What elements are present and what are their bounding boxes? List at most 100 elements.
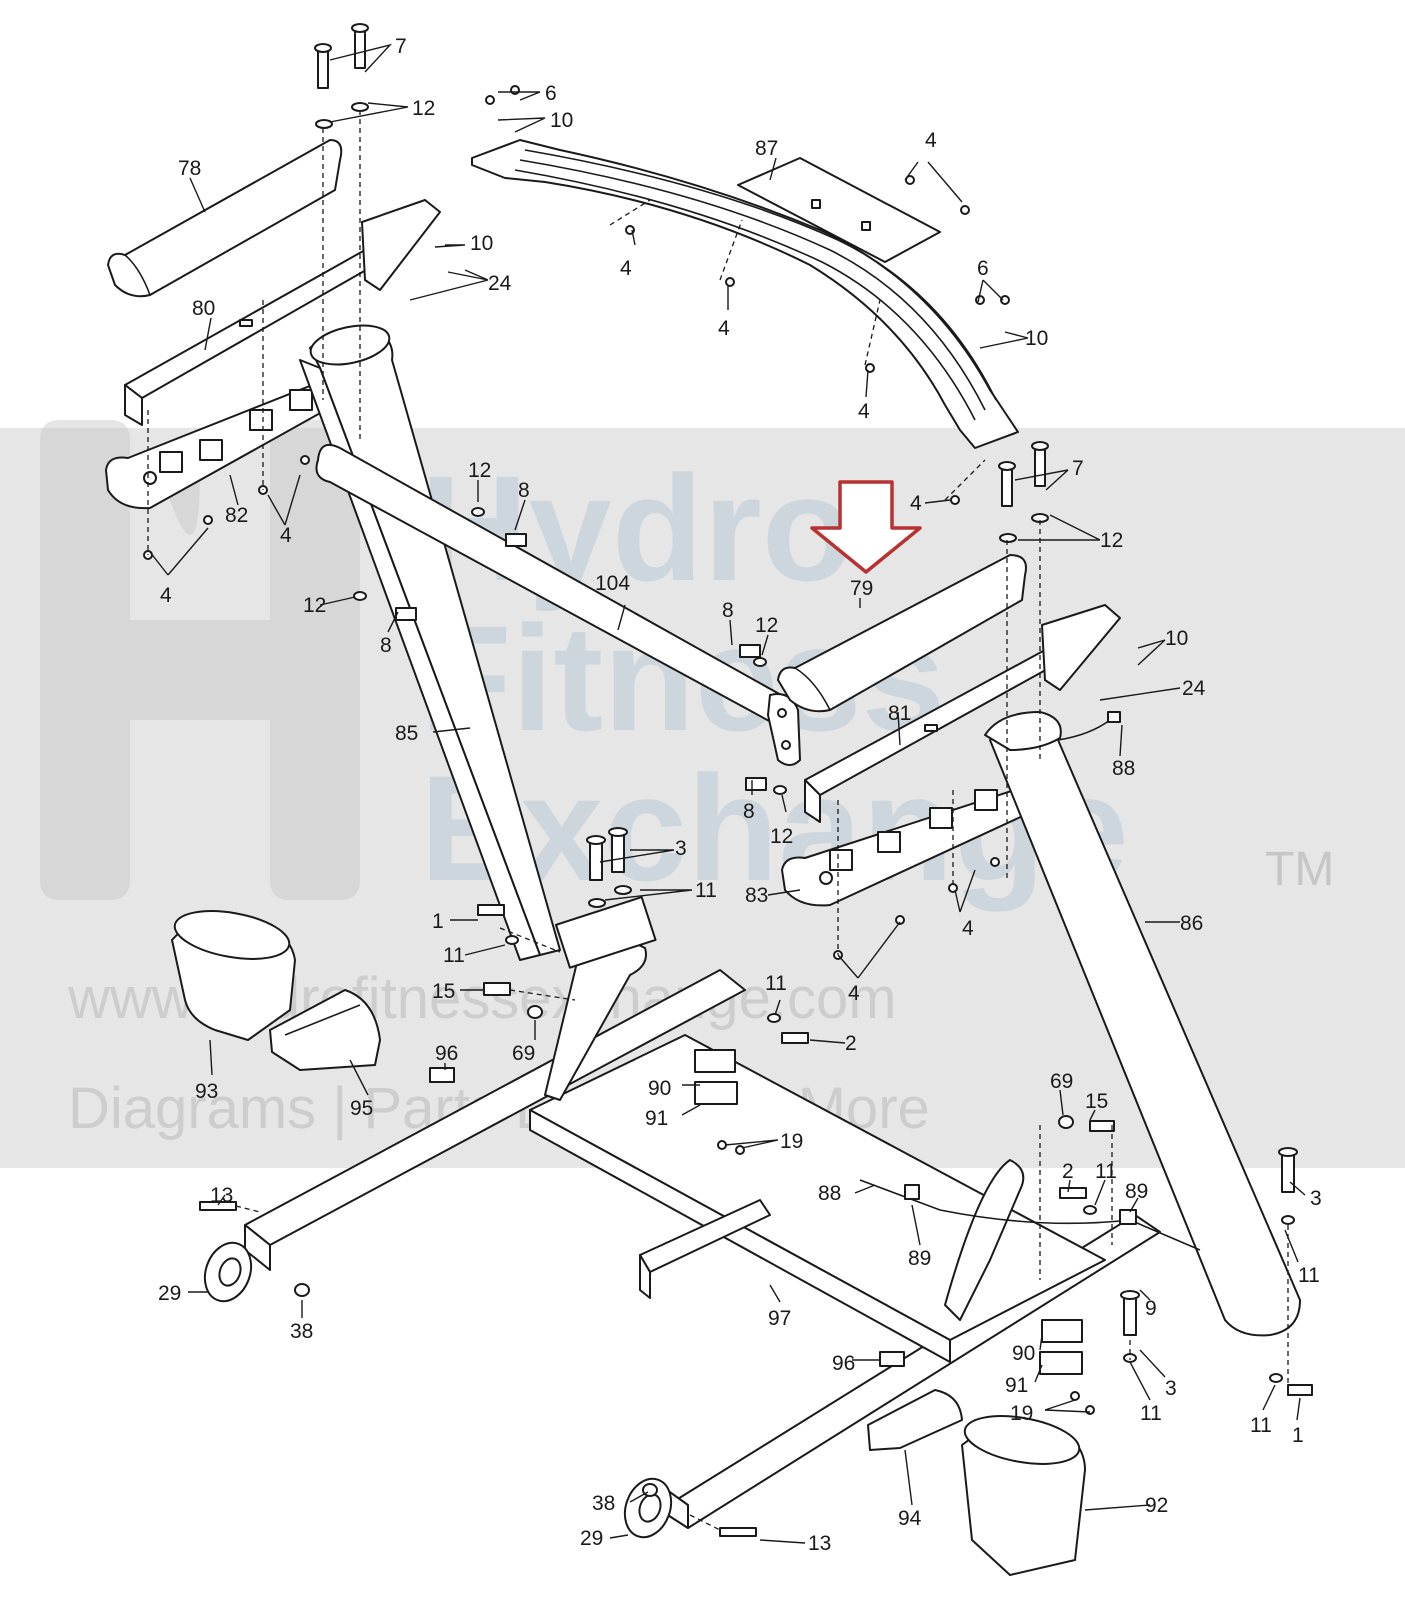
- callout: 13: [210, 1184, 233, 1207]
- part-bracket-81: [804, 604, 1121, 823]
- callout: 97: [768, 1307, 791, 1330]
- callout: 69: [1050, 1070, 1073, 1093]
- part-block-90a: [694, 1049, 736, 1073]
- callout: 10: [1025, 327, 1048, 350]
- part-wheel-29a: [203, 1241, 253, 1303]
- callout: 3: [1165, 1377, 1177, 1400]
- part-handlebar-87: [471, 139, 1019, 449]
- callout: 8: [518, 479, 530, 502]
- leader-lines: [149, 43, 1306, 1544]
- callout: 19: [1010, 1402, 1033, 1425]
- callout: 11: [1095, 1160, 1117, 1183]
- down-arrow-icon: [810, 480, 922, 574]
- part-crosstube-104: [315, 444, 801, 766]
- callout: 38: [290, 1320, 313, 1343]
- callout: 88: [1112, 757, 1135, 780]
- callout: 15: [1085, 1090, 1108, 1113]
- callout: 8: [722, 599, 734, 622]
- callout: 24: [488, 272, 512, 295]
- callout: 86: [1180, 912, 1203, 935]
- callout: 91: [1005, 1374, 1028, 1397]
- callout: 3: [1310, 1187, 1322, 1210]
- part-block-91a: [694, 1081, 738, 1105]
- part-connector-89a: [904, 1184, 920, 1200]
- hardware-bolts: [199, 23, 1313, 1537]
- callout: 81: [888, 702, 911, 725]
- callout: 10: [470, 232, 493, 255]
- callout: 10: [550, 109, 573, 132]
- callout: 4: [718, 317, 730, 340]
- callout: 2: [845, 1032, 857, 1055]
- callout: 4: [858, 400, 870, 423]
- part-cover-78: [107, 139, 343, 298]
- callout: 91: [645, 1107, 668, 1130]
- part-cover-79: [777, 554, 1027, 713]
- callout: 93: [195, 1080, 218, 1103]
- callout: 96: [435, 1042, 458, 1065]
- callout: 15: [432, 980, 455, 1003]
- callout: 89: [1125, 1180, 1148, 1203]
- callout: 90: [648, 1077, 671, 1100]
- callout: 4: [925, 129, 937, 152]
- callout: 11: [1298, 1264, 1320, 1287]
- callout: 7: [395, 35, 407, 58]
- callout: 78: [178, 157, 201, 180]
- part-block-91b: [1039, 1351, 1083, 1375]
- callout: 12: [412, 97, 435, 120]
- callout: 11: [443, 944, 465, 967]
- part-wire-88: [859, 1179, 1201, 1251]
- callout: 10: [1165, 627, 1188, 650]
- callout: 9: [1145, 1297, 1157, 1320]
- part-footcover-92: [961, 1415, 1086, 1576]
- callout: 4: [620, 257, 632, 280]
- part-block-90b: [1041, 1319, 1083, 1343]
- callout: 4: [160, 584, 172, 607]
- callout: 83: [745, 884, 768, 907]
- callout: 96: [832, 1352, 855, 1375]
- callout: 94: [898, 1507, 922, 1530]
- callout: 89: [908, 1247, 931, 1270]
- part-upright-86: [984, 711, 1301, 1337]
- watermark-tm: TM: [1265, 843, 1334, 896]
- callout: 4: [910, 492, 922, 515]
- part-label-96b: [879, 1351, 905, 1367]
- callout: 6: [545, 82, 557, 105]
- callout: 12: [770, 825, 793, 848]
- callout: 4: [280, 524, 292, 547]
- part-label-96a: [429, 1067, 455, 1083]
- assembly-lines: [147, 110, 1289, 1531]
- callout: 4: [962, 917, 974, 940]
- callout: 11: [695, 879, 717, 902]
- callout: 92: [1145, 1494, 1168, 1517]
- callout: 11: [1250, 1414, 1272, 1437]
- callout: 7: [1072, 457, 1084, 480]
- callout: 80: [192, 297, 215, 320]
- part-footcover-95: [269, 989, 381, 1071]
- callout: 29: [158, 1282, 181, 1305]
- part-footcover-94: [867, 1389, 963, 1451]
- callout: 88: [818, 1182, 841, 1205]
- callout: 8: [743, 800, 755, 823]
- callout: 8: [380, 634, 392, 657]
- callout: 38: [592, 1492, 615, 1515]
- callout: 95: [350, 1097, 373, 1120]
- part-bracket-80: [124, 199, 441, 426]
- callout: 3: [675, 837, 687, 860]
- callout: 12: [755, 614, 778, 637]
- callout: 85: [395, 722, 418, 745]
- part-footcover-93: [171, 910, 296, 1041]
- part-connector-89b: [1119, 1209, 1137, 1225]
- callout: 12: [303, 594, 326, 617]
- callout: 79: [850, 577, 873, 600]
- watermark-line-1: Hydro: [420, 444, 853, 612]
- callout: 69: [512, 1042, 535, 1065]
- part-plate-82: [105, 377, 341, 510]
- callout: 11: [765, 972, 787, 995]
- callout: 12: [1100, 529, 1123, 552]
- callout: 19: [780, 1130, 803, 1153]
- callout: 29: [580, 1527, 603, 1550]
- callout-labels: 7 12 6 10 87 4 78 10 24 4 4 6 10 80 4 12…: [158, 35, 1322, 1555]
- callout: 6: [977, 257, 989, 280]
- callout: 1: [1292, 1424, 1304, 1447]
